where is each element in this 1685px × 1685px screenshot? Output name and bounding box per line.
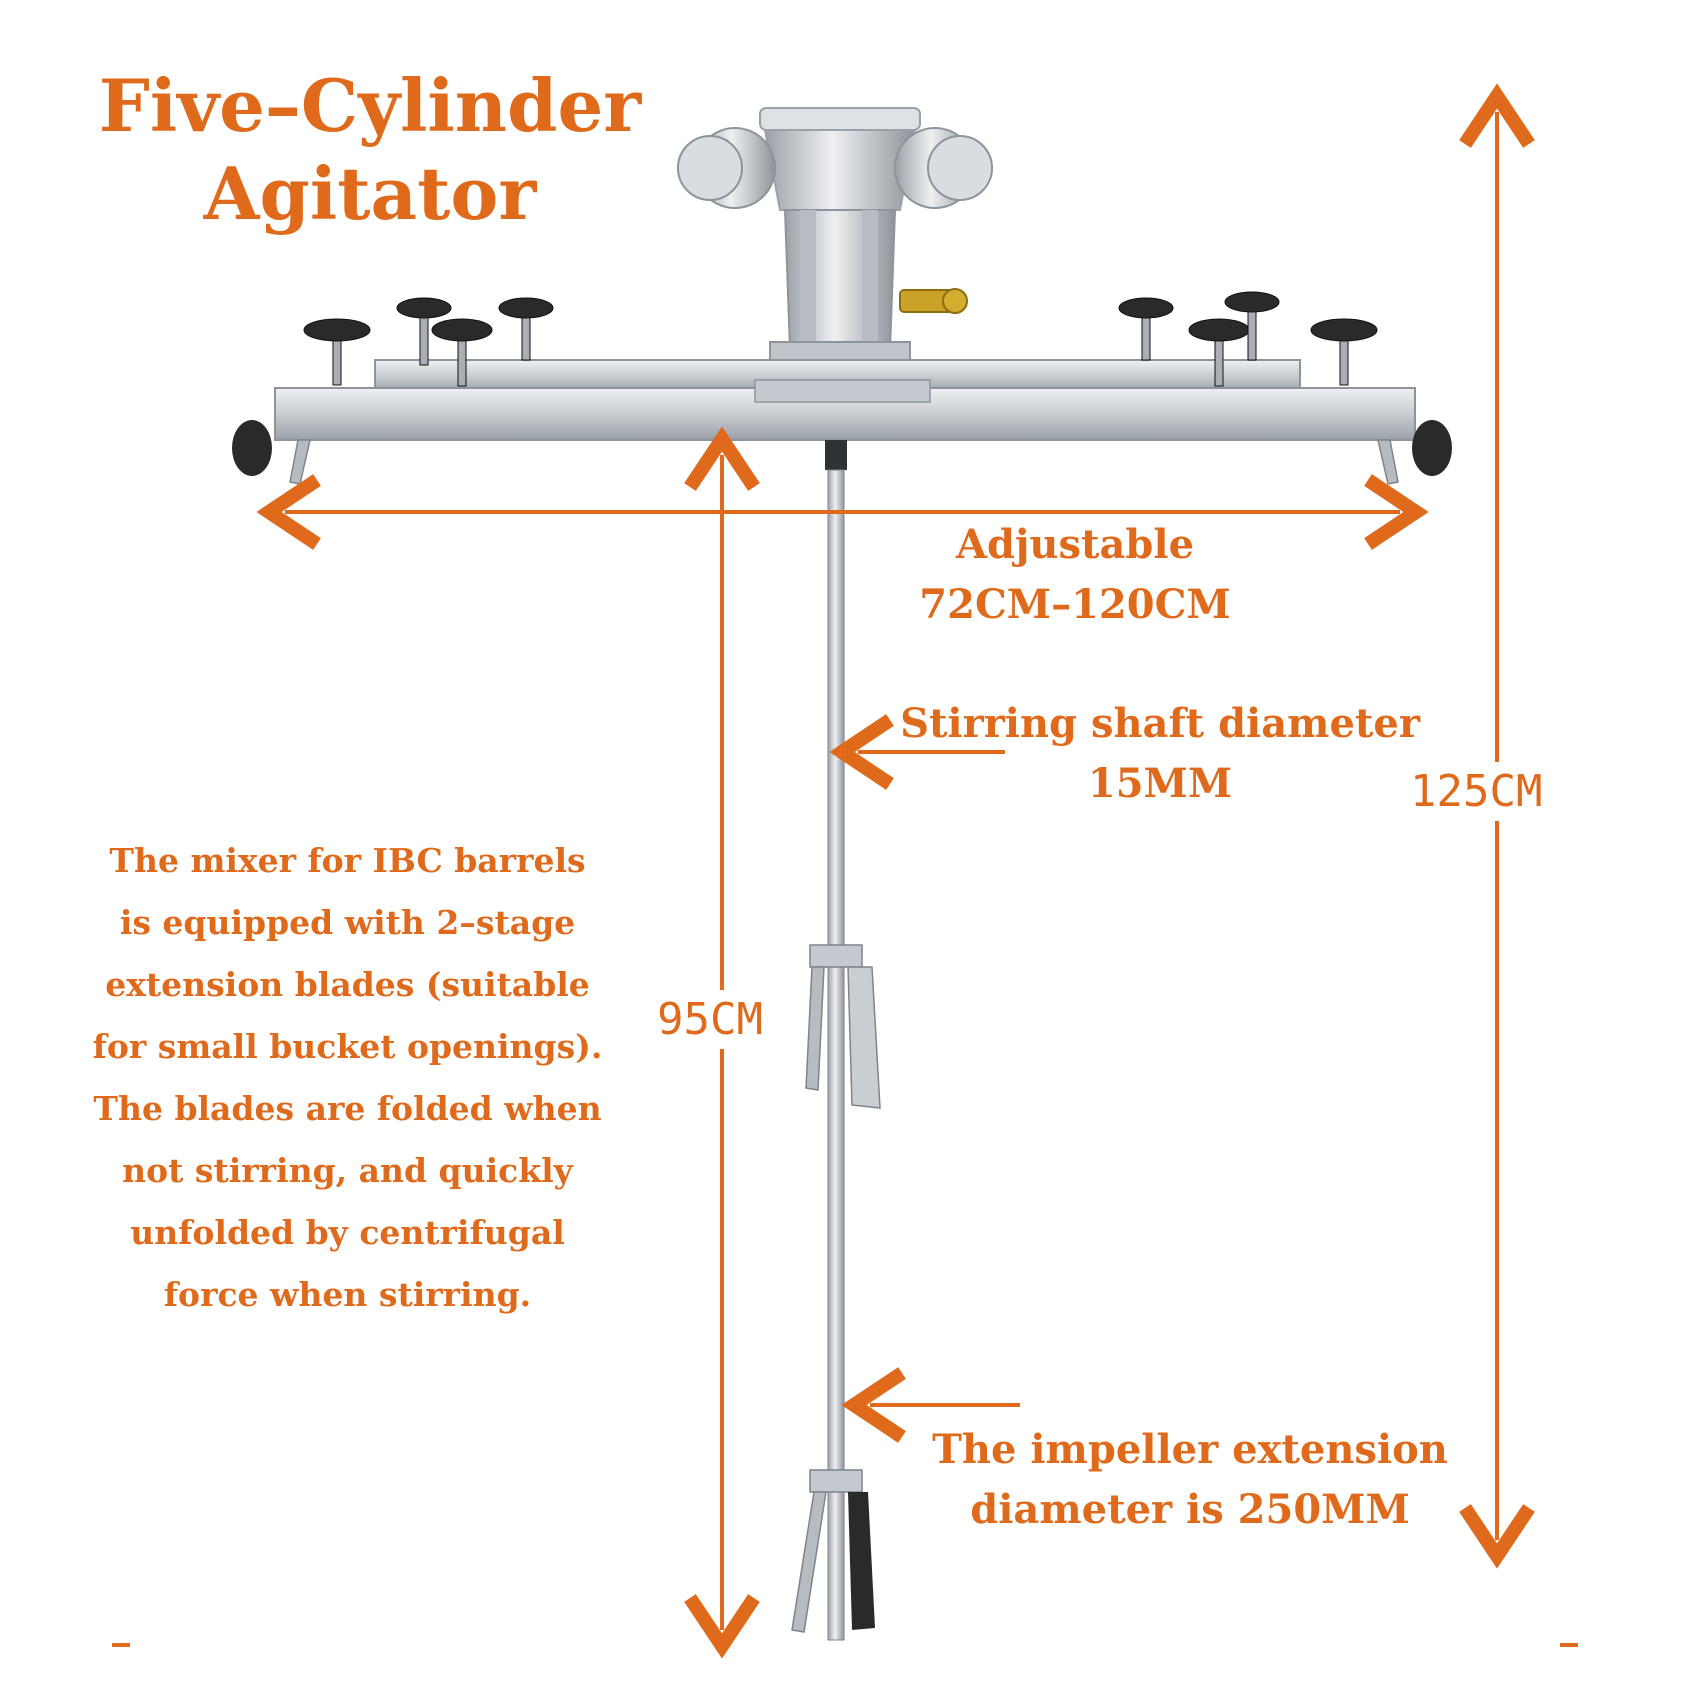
- edge-mark: [112, 1643, 130, 1647]
- product-title: Five–Cylinder Agitator: [60, 62, 680, 238]
- adjustable-line-2: 72CM–120CM: [919, 581, 1231, 628]
- description-line: is equipped with 2–stage: [119, 903, 576, 942]
- adjustable-frame: [232, 359, 1452, 485]
- shaft-diameter-label: Stirring shaft diameter 15MM: [875, 694, 1445, 814]
- impeller-diameter-label: The impeller extension diameter is 250MM: [905, 1420, 1475, 1540]
- adjustable-line-1: Adjustable: [955, 521, 1195, 568]
- total-height-label: 125CM: [1408, 762, 1545, 821]
- title-line-2: Agitator: [203, 151, 537, 236]
- shaft-length-label: 95CM: [655, 990, 765, 1049]
- description-line: extension blades (suitable: [105, 965, 590, 1004]
- impeller-line-1: The impeller extension: [932, 1426, 1448, 1473]
- blade-description: The mixer for IBC barrels is equipped wi…: [60, 830, 635, 1326]
- description-line: The mixer for IBC barrels: [109, 841, 586, 880]
- adjustable-width-label: Adjustable 72CM–120CM: [880, 515, 1270, 635]
- shaft-line-1: Stirring shaft diameter: [900, 700, 1420, 747]
- title-line-1: Five–Cylinder: [98, 63, 642, 148]
- edge-mark: [1560, 1643, 1578, 1647]
- shaft-line-2: 15MM: [1087, 760, 1233, 807]
- motor-head: [677, 107, 993, 373]
- stirring-shaft: [825, 440, 847, 1641]
- description-line: force when stirring.: [163, 1275, 532, 1314]
- description-line: for small bucket openings).: [92, 1027, 603, 1066]
- description-line: The blades are folded when: [93, 1089, 602, 1128]
- impeller-line-2: diameter is 250MM: [970, 1486, 1410, 1533]
- knob-group: [303, 291, 1378, 387]
- description-line: unfolded by centrifugal: [130, 1213, 565, 1252]
- description-line: not stirring, and quickly: [122, 1151, 573, 1190]
- lower-blades: [791, 1469, 875, 1633]
- upper-blades: [805, 944, 881, 1109]
